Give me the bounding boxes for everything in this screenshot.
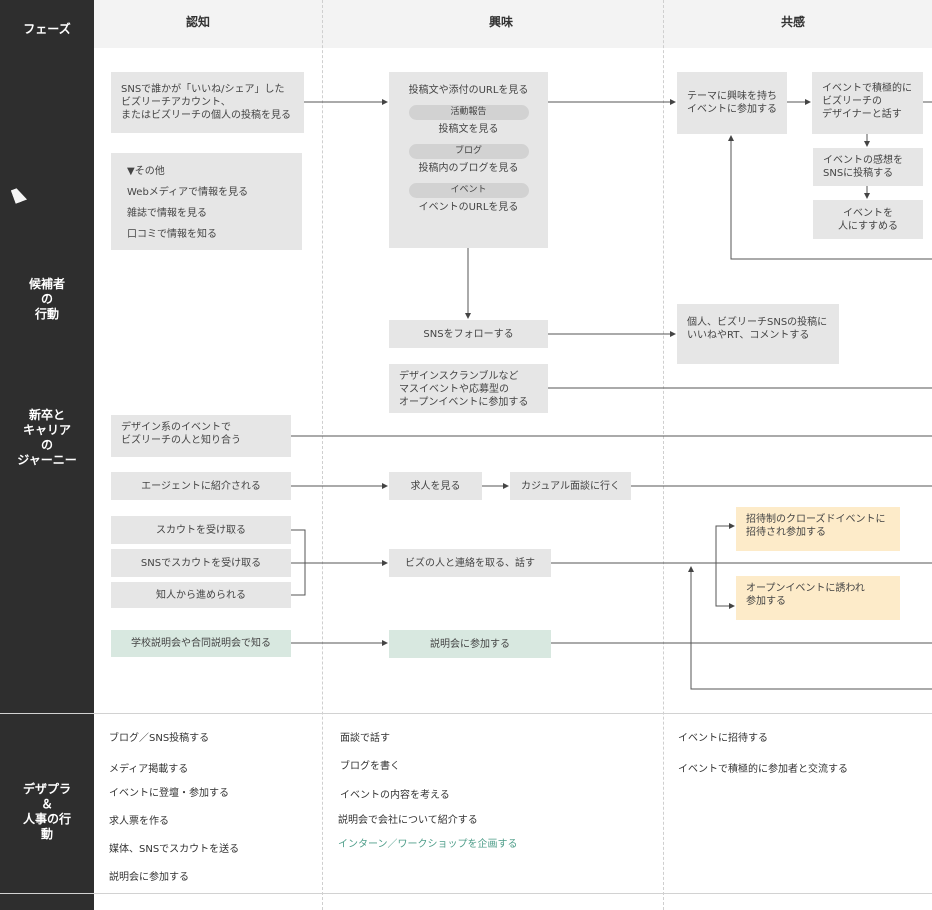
follow-box: SNSをフォローする bbox=[389, 320, 548, 348]
recommend-box: イベントを 人にすすめる bbox=[813, 200, 923, 239]
staff-action: イベントで積極的に参加者と交流する bbox=[678, 764, 848, 775]
referral-box: 知人から進められる bbox=[111, 582, 291, 608]
agent-box: エージェントに紹介される bbox=[111, 472, 291, 500]
staff-action: イベントに登壇・参加する bbox=[109, 788, 229, 799]
column-divider bbox=[322, 0, 323, 910]
column-header-empathy: 共感 bbox=[780, 15, 806, 29]
sns-scout-box: SNSでスカウトを受け取る bbox=[111, 549, 291, 577]
pill-blog-text: 投稿内のブログを見る bbox=[418, 163, 519, 174]
contact-box: ビズの人と連絡を取る、話す bbox=[389, 549, 551, 577]
staff-action: ブログを書く bbox=[340, 761, 400, 772]
other-title: ▼その他 bbox=[127, 166, 165, 177]
staff-action-highlight: インターン／ワークショップを企画する bbox=[338, 839, 518, 850]
sns-share-box: SNSで誰かが「いいね/シェア」した ビズリーチアカウント、 またはビズリーチの… bbox=[111, 72, 304, 133]
open-invite-box: オープンイベントに誘われ 参加する bbox=[736, 576, 900, 620]
job-view-box: 求人を見る bbox=[389, 472, 482, 500]
like-rt-box: 個人、ビズリーチSNSの投稿に いいねやRT、コメントする bbox=[677, 304, 839, 364]
column-header-interest: 興味 bbox=[488, 15, 514, 29]
invite-event-box: 招待制のクローズドイベントに 招待され参加する bbox=[736, 507, 900, 551]
pill-activity: 活動報告 bbox=[408, 105, 529, 120]
staff-label: デザプラ ＆ 人事の行 動 bbox=[22, 782, 71, 841]
theme-event-box: テーマに興味を持ち イベントに参加する bbox=[677, 72, 787, 134]
other-sources-box: ▼その他 Webメディアで情報を見る 雑誌で情報を見る 口コミで情報を知る bbox=[111, 153, 302, 250]
candidate-label: 候補者 の 行動 bbox=[28, 277, 65, 321]
school-briefing-box: 学校説明会や合同説明会で知る bbox=[111, 630, 291, 657]
staff-action: 求人票を作る bbox=[109, 816, 169, 827]
staff-action: メディア掲載する bbox=[109, 764, 189, 775]
staff-action: 面談で話す bbox=[340, 733, 390, 744]
briefing-attend-box: 説明会に参加する bbox=[389, 630, 551, 658]
casual-interview-box: カジュアル面談に行く bbox=[510, 472, 631, 500]
staff-action: 説明会で会社について紹介する bbox=[338, 815, 478, 826]
design-event-box: デザイン系のイベントで ビズリーチの人と知り合う bbox=[111, 415, 291, 457]
event-talk-box: イベントで積極的に ビズリーチの デザイナーと話す bbox=[812, 72, 923, 134]
staff-action: 説明会に参加する bbox=[109, 872, 189, 883]
phase-label: フェーズ bbox=[23, 22, 71, 36]
staff-action: イベントに招待する bbox=[678, 733, 768, 744]
event-impression-box: イベントの感想を SNSに投稿する bbox=[813, 148, 923, 186]
scout-box: スカウトを受け取る bbox=[111, 516, 291, 544]
pill-event: イベント bbox=[408, 183, 529, 198]
staff-action: ブログ／SNS投稿する bbox=[109, 733, 210, 744]
staff-action: イベントの内容を考える bbox=[340, 790, 450, 801]
design-scramble-box: デザインスクランブルなど マスイベントや応募型の オープンイベントに参加する bbox=[389, 364, 548, 413]
post-view-box: 投稿文や添付のURLを見る 活動報告 投稿文を見る ブログ 投稿内のブログを見る… bbox=[389, 72, 548, 248]
section-divider bbox=[0, 713, 932, 714]
column-divider bbox=[663, 0, 664, 910]
staff-action: 媒体、SNSでスカウトを送る bbox=[109, 844, 240, 855]
journey-label: 新卒と キャリア の ジャーニー bbox=[17, 408, 77, 467]
section-divider bbox=[0, 893, 932, 894]
header-band bbox=[94, 0, 932, 48]
post-view-title: 投稿文や添付のURLを見る bbox=[408, 85, 529, 96]
sidebar bbox=[0, 0, 94, 910]
pill-activity-text: 投稿文を見る bbox=[438, 124, 499, 135]
pill-blog: ブログ bbox=[408, 144, 529, 159]
other-item: Webメディアで情報を見る bbox=[127, 187, 249, 198]
other-item: 口コミで情報を知る bbox=[127, 229, 217, 240]
other-item: 雑誌で情報を見る bbox=[127, 208, 207, 219]
column-header-awareness: 認知 bbox=[185, 15, 211, 29]
pill-event-text: イベントのURLを見る bbox=[418, 202, 519, 213]
